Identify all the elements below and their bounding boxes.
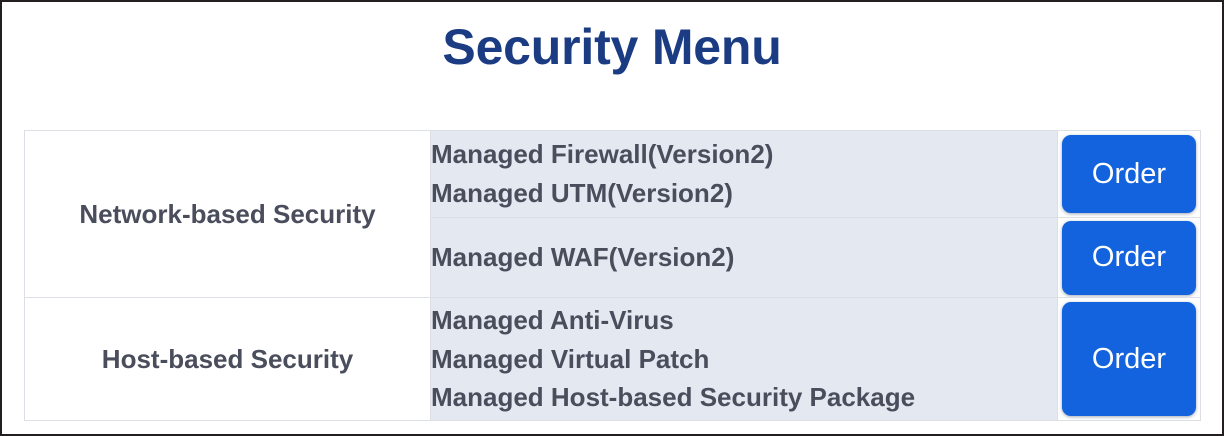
service-item: Managed Virtual Patch (431, 343, 710, 374)
table-row: Managed WAF(Version2) Order (25, 217, 1201, 298)
order-cell-host-row: Order (1057, 297, 1201, 421)
items-cell-network-row1: Managed Firewall(Version2) Managed UTM(V… (430, 130, 1058, 218)
category-cell-network-based-security: Network-based Security (24, 130, 431, 298)
category-cell-host-based-security: Host-based Security (24, 297, 431, 421)
page-title: Security Menu (442, 19, 782, 75)
order-button-network-row2[interactable]: Order (1062, 220, 1196, 295)
category-label: Network-based Security (79, 198, 376, 229)
items-cell-network-row2: Managed WAF(Version2) (430, 217, 1058, 298)
order-button-network-row1[interactable]: Order (1062, 135, 1196, 213)
table-row: Network-based Security Managed Firewall(… (24, 130, 1201, 298)
table-row: Host-based Security Managed Anti-Virus M… (24, 297, 1201, 421)
order-cell-network-row2: Order (1057, 217, 1201, 298)
service-item: Managed Host-based Security Package (431, 382, 916, 413)
service-item: Managed Anti-Virus (431, 304, 674, 335)
service-item: Managed WAF(Version2) (431, 242, 735, 273)
page-title-bar: Security Menu (2, 20, 1222, 75)
order-cell-network-row1: Order (1057, 130, 1201, 218)
order-button-host-row[interactable]: Order (1062, 302, 1196, 416)
security-menu-table: Network-based Security Managed Firewall(… (24, 130, 1201, 421)
service-item: Managed Firewall(Version2) (431, 139, 774, 170)
service-item: Managed UTM(Version2) (431, 178, 733, 208)
items-cell-host-row: Managed Anti-Virus Managed Virtual Patch… (430, 297, 1058, 421)
category-label: Host-based Security (101, 343, 354, 374)
